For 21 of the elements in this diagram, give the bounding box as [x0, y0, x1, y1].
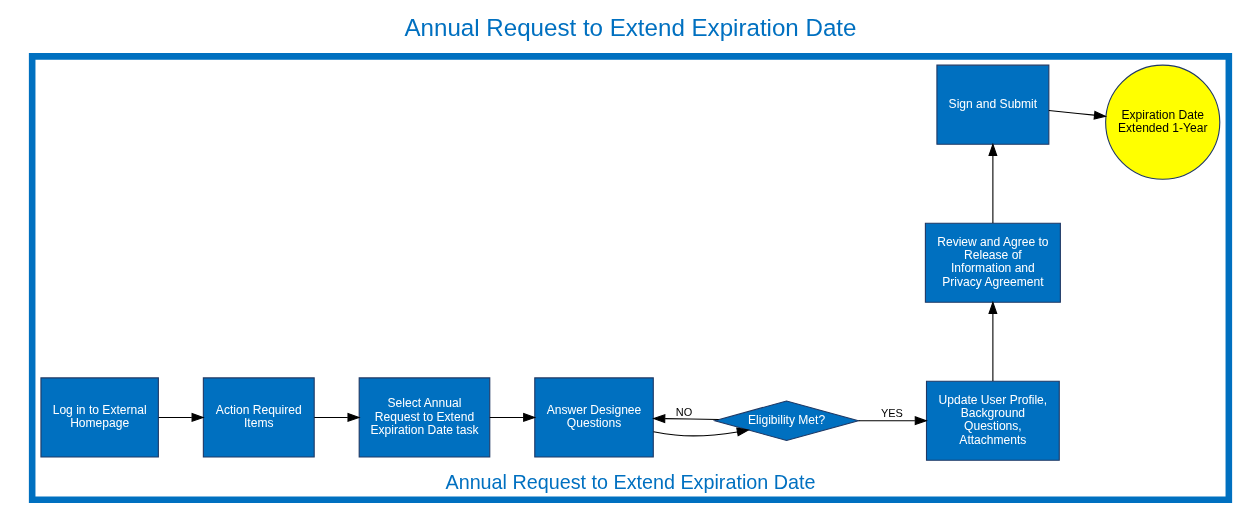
arrow [987, 300, 997, 382]
arrow [157, 412, 205, 423]
node-box: Update User Profile, Background Questions, Attachments [925, 380, 1060, 461]
arrow [987, 142, 997, 224]
node-box: Review and Agree to Release of Information and Privacy Agreement [924, 222, 1061, 303]
node-circle: Expiration Date Extended 1-Year [1104, 64, 1220, 180]
node-box: Answer Designee Questions [533, 377, 654, 458]
node-box: Select Annual Request to Extend Expiration Date task [358, 377, 490, 458]
node-diamond: Eligibility Met? [712, 400, 860, 442]
node-box: Action Required Items [202, 377, 315, 458]
arrow [651, 414, 719, 424]
edge-label: YES [880, 407, 903, 420]
arrow [1047, 109, 1107, 120]
arrow [488, 412, 536, 423]
arrow [857, 416, 928, 426]
arrow [313, 412, 361, 423]
node-box: Log in to External Homepage [39, 377, 159, 458]
edge-label: NO [675, 406, 692, 419]
arrow [652, 427, 750, 437]
node-box: Sign and Submit [935, 64, 1049, 145]
diagram-title: Annual Request to Extend Expiration Date [404, 14, 856, 42]
